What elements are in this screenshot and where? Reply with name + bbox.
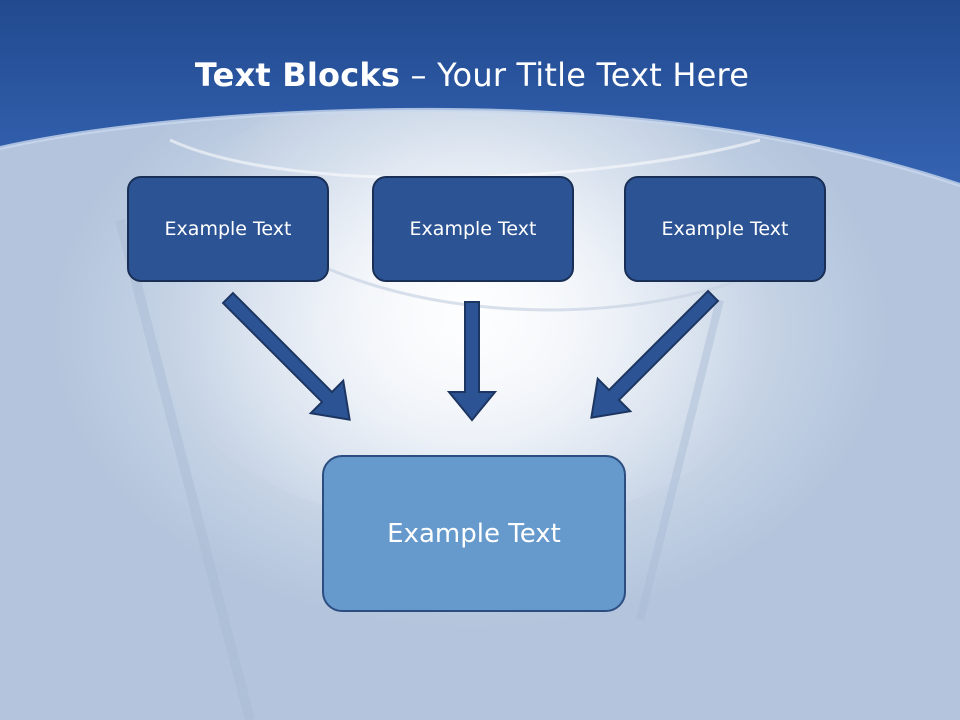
title-dash: –	[410, 56, 427, 94]
text-block-right[interactable]: Example Text	[624, 176, 826, 282]
header-band	[0, 0, 960, 185]
text-block-label: Example Text	[164, 218, 292, 240]
arrow-center	[446, 301, 498, 422]
glass-side-shape-2	[636, 299, 724, 621]
text-block-label: Example Text	[661, 218, 789, 240]
title-bold: Text Blocks	[194, 56, 401, 94]
title-rest: Your Title Text Here	[437, 56, 750, 94]
arrow-left	[221, 291, 351, 421]
target-text-block-label: Example Text	[387, 518, 561, 549]
header-band-highlight	[0, 107, 960, 187]
text-block-center[interactable]: Example Text	[372, 176, 574, 282]
arrow-right	[590, 289, 720, 419]
target-text-block[interactable]: Example Text	[322, 455, 626, 612]
text-block-label: Example Text	[409, 218, 537, 240]
text-block-left[interactable]: Example Text	[127, 176, 329, 282]
slide-title: Text Blocks – Your Title Text Here	[0, 56, 944, 94]
glass-side-shape	[115, 218, 255, 720]
